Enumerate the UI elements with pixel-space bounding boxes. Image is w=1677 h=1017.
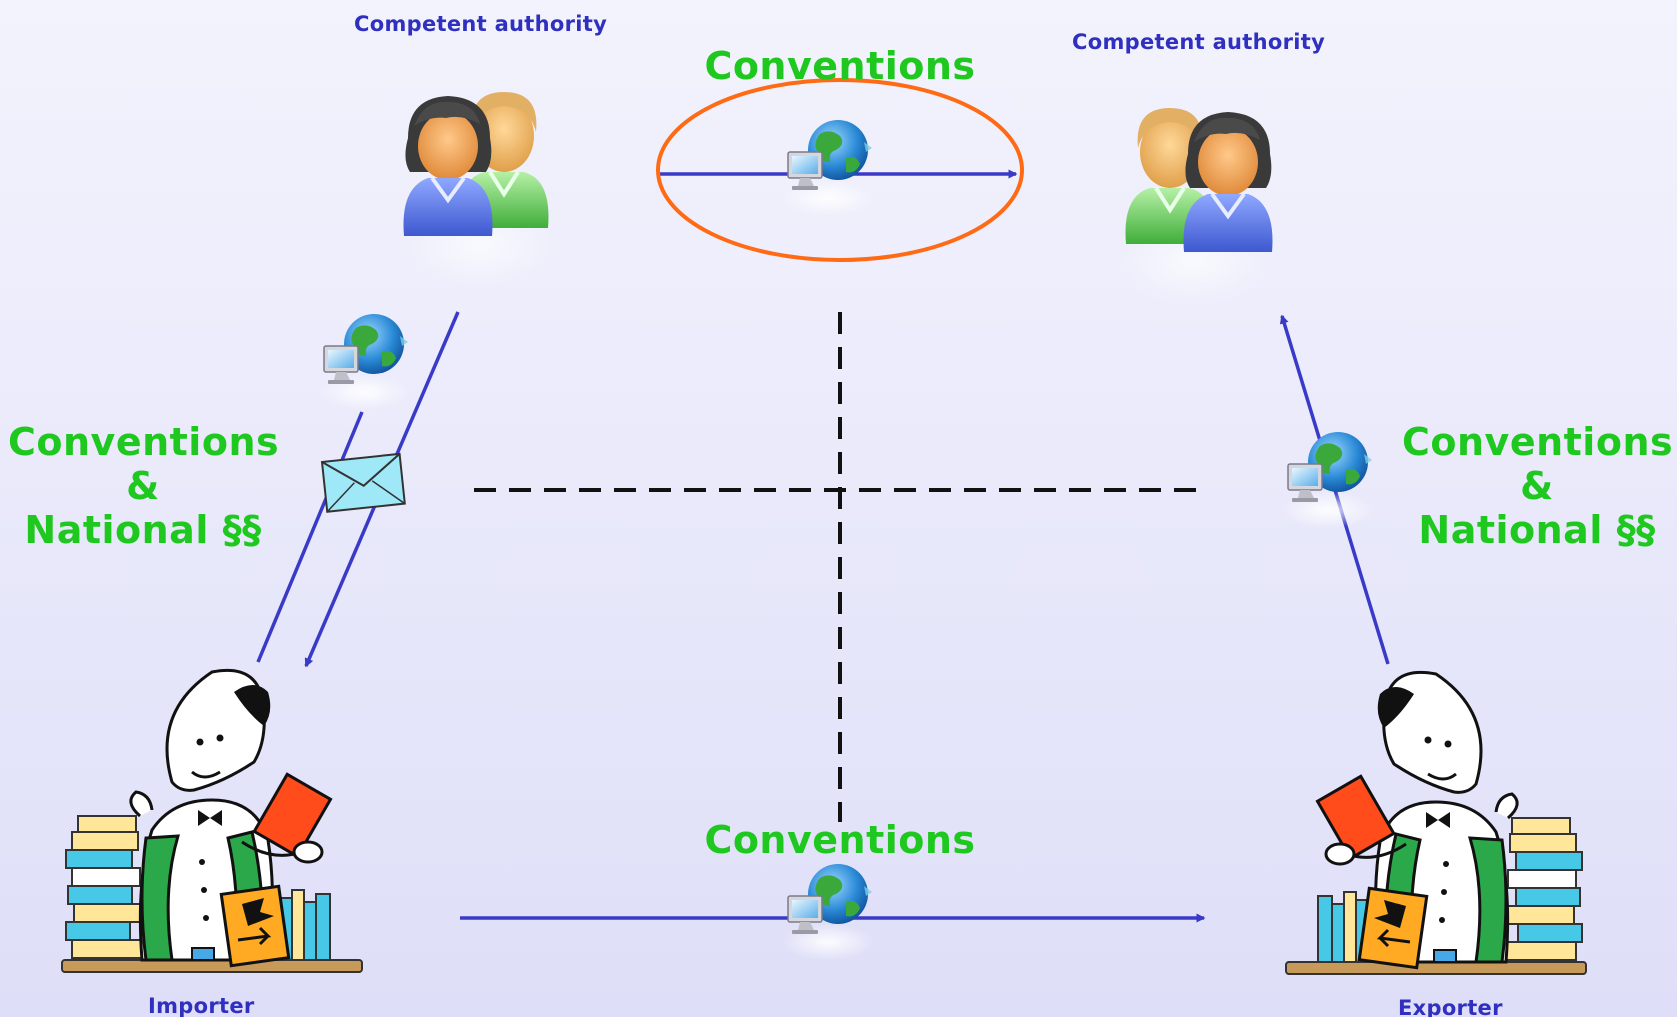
left-channel [256, 311, 460, 668]
envelope-icon [320, 452, 406, 513]
right-channel [1279, 314, 1390, 665]
conventions-top-label: Conventions [704, 44, 976, 88]
conventions-right-label: Conventions & National §§ [1402, 420, 1674, 552]
authority-left-label: Competent authority [354, 12, 608, 36]
exporter-icon [1284, 670, 1588, 976]
importer-icon [60, 668, 364, 974]
conventions-right-line1: Conventions [1402, 420, 1674, 464]
highlight-ellipse [656, 78, 1024, 262]
conventions-right-line2: & [1520, 464, 1554, 508]
network-globe-icon [781, 863, 875, 961]
network-globe-icon [1281, 431, 1375, 529]
top-channel [656, 78, 1024, 262]
authority-right-icon [1114, 106, 1275, 306]
bottom-channel [460, 863, 1206, 961]
conventions-bottom-label: Conventions [704, 818, 976, 862]
exporter-label: Exporter [1398, 996, 1503, 1017]
authority-left-icon [400, 90, 560, 290]
network-globe-icon [781, 119, 875, 217]
network-globe-icon [317, 313, 411, 411]
conventions-left-line2: & [126, 464, 160, 508]
conventions-left-label: Conventions & National §§ [8, 420, 280, 552]
conventions-right-line3: National §§ [1418, 508, 1656, 552]
conventions-left-line3: National §§ [24, 508, 262, 552]
importer-label: Importer [148, 994, 255, 1017]
authority-right-label: Competent authority [1072, 30, 1326, 54]
conventions-left-line1: Conventions [8, 420, 280, 464]
